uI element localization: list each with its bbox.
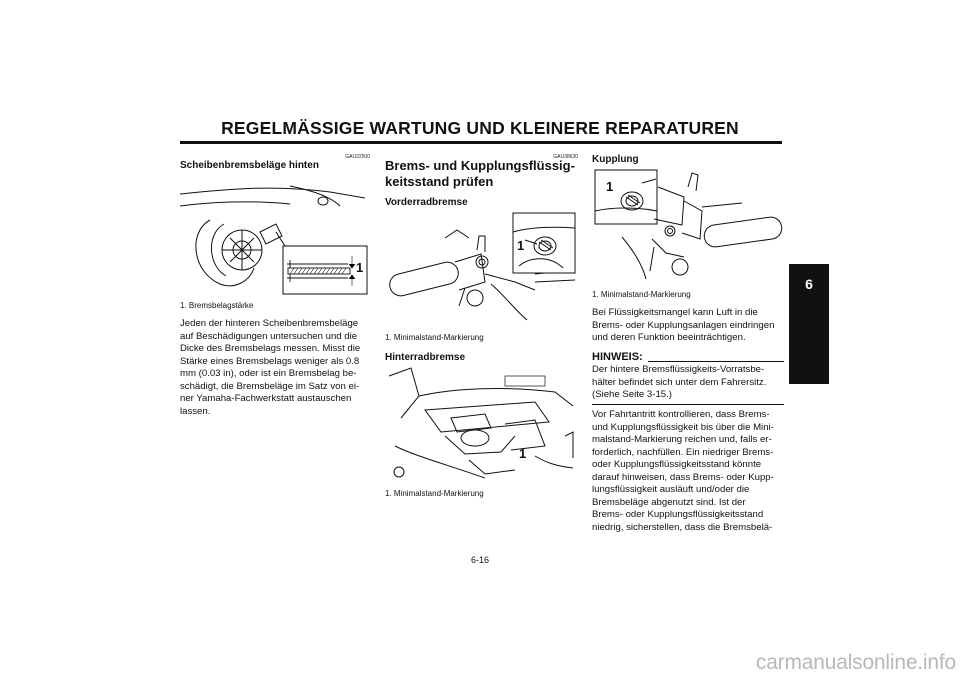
section-code: GAU22500 (345, 154, 370, 160)
callout-number: 1 (519, 446, 526, 461)
text-line: darauf hinweisen, dass Brems- oder Kupp- (592, 471, 774, 483)
rear-brake-pad-illustration: 1 (180, 185, 368, 295)
subheading-front-brake: Vorderradbremse (385, 197, 468, 208)
text-line: Dicke des Bremsbelags messen. Misst die (180, 343, 361, 354)
subheading-rear-brake: Hinterradbremse (385, 352, 466, 363)
front-brake-reservoir-illustration: 1 (389, 212, 576, 321)
figure-caption: 1. Minimalstand-Markierung (385, 333, 484, 342)
text-line: auf Beschädigungen untersuchen und die (180, 330, 358, 342)
page-header-title: REGELMÄSSIGE WARTUNG UND KLEINERE REPARA… (221, 118, 739, 138)
text-line: forderlich, nachfüllen. Ein niedriger Br… (592, 446, 774, 458)
text-line: Der hintere Bremsflüssigkeits-Vorratsbe- (592, 364, 765, 375)
note-bottom-rule (592, 404, 784, 405)
note-heading: HINWEIS: (592, 351, 643, 363)
callout-number: 1 (517, 238, 524, 253)
heading-line: Brems- und Kupplungsflüssig- (385, 158, 575, 173)
section-code: GAU38630 (553, 154, 578, 160)
rear-pads-paragraph: Jeden der hinteren Scheibenbremsbeläge a… (180, 318, 372, 418)
header-rule (180, 141, 782, 144)
footer-watermark: carmanualsonline.info (755, 651, 956, 674)
text-line: Vor Fahrtantritt kontrollieren, dass Bre… (592, 409, 770, 420)
text-line: Brems- oder Kupplungsflüssigkeitsstand (592, 509, 764, 520)
figure-caption: 1. Minimalstand-Markierung (592, 290, 691, 299)
text-line: Stärke eines Bremsbelags weniger als 0.8 (180, 355, 360, 367)
text-line: hälter befindet sich unter dem Fahrersit… (592, 376, 767, 388)
text-line: Bremsbeläge abgenutzt sind. Ist der (592, 496, 746, 508)
section-heading-fluid-level: Brems- und Kupplungsflüssig- keitsstand … (385, 158, 575, 190)
callout-number: 1 (606, 179, 613, 194)
check-paragraph: Vor Fahrtantritt kontrollieren, dass Bre… (592, 409, 787, 534)
text-line: und Kupplungsflüssigkeit bis über die Mi… (592, 421, 774, 433)
page-number: 6-16 (470, 555, 489, 565)
air-warning-paragraph: Bei Flüssigkeitsmangel kann Luft in die … (592, 307, 787, 345)
text-line: (Siehe Seite 3-15.) (592, 389, 672, 400)
text-line: malstand-Markierung reichen und, falls e… (592, 434, 772, 445)
text-line: niedrig, sicherstellen, dass die Bremsbe… (592, 521, 773, 533)
clutch-reservoir-illustration: 1 (594, 169, 783, 280)
section-heading-rear-pads: Scheibenbremsbeläge hinten (180, 160, 319, 171)
text-line: ner Yamaha-Fachwerkstatt austauschen (180, 393, 352, 404)
chapter-tab: 6 (789, 264, 829, 384)
text-line: schädigt, die Bremsbeläge im Satz von ei… (180, 380, 360, 392)
heading-line: keitsstand prüfen (385, 174, 494, 189)
text-line: Bei Flüssigkeitsmangel kann Luft in die (592, 307, 758, 318)
text-line: Jeden der hinteren Scheibenbremsbeläge (180, 318, 359, 329)
figure-caption: 1. Bremsbelagstärke (180, 301, 254, 310)
callout-number: 1 (356, 260, 363, 275)
subheading-clutch: Kupplung (592, 154, 639, 165)
rear-brake-reservoir-illustration: 1 (388, 367, 574, 479)
figure-caption: 1. Minimalstand-Markierung (385, 489, 484, 498)
note-top-rule (648, 361, 784, 362)
text-line: lassen. (180, 405, 211, 417)
text-line: Brems- oder Kupplungsanlagen eindringen (592, 319, 775, 331)
text-line: mm (0.03 in), oder ist ein Bremsbelag be… (180, 368, 357, 379)
chapter-number: 6 (805, 276, 813, 292)
note-paragraph: Der hintere Bremsflüssigkeits-Vorratsbe-… (592, 364, 787, 402)
text-line: oder Kupplungsflüssigkeitsstand könnte (592, 459, 762, 470)
text-line: lungsflüssigkeit ausläuft und/oder die (592, 484, 750, 495)
text-line: und deren Funktion beeinträchtigen. (592, 332, 746, 343)
